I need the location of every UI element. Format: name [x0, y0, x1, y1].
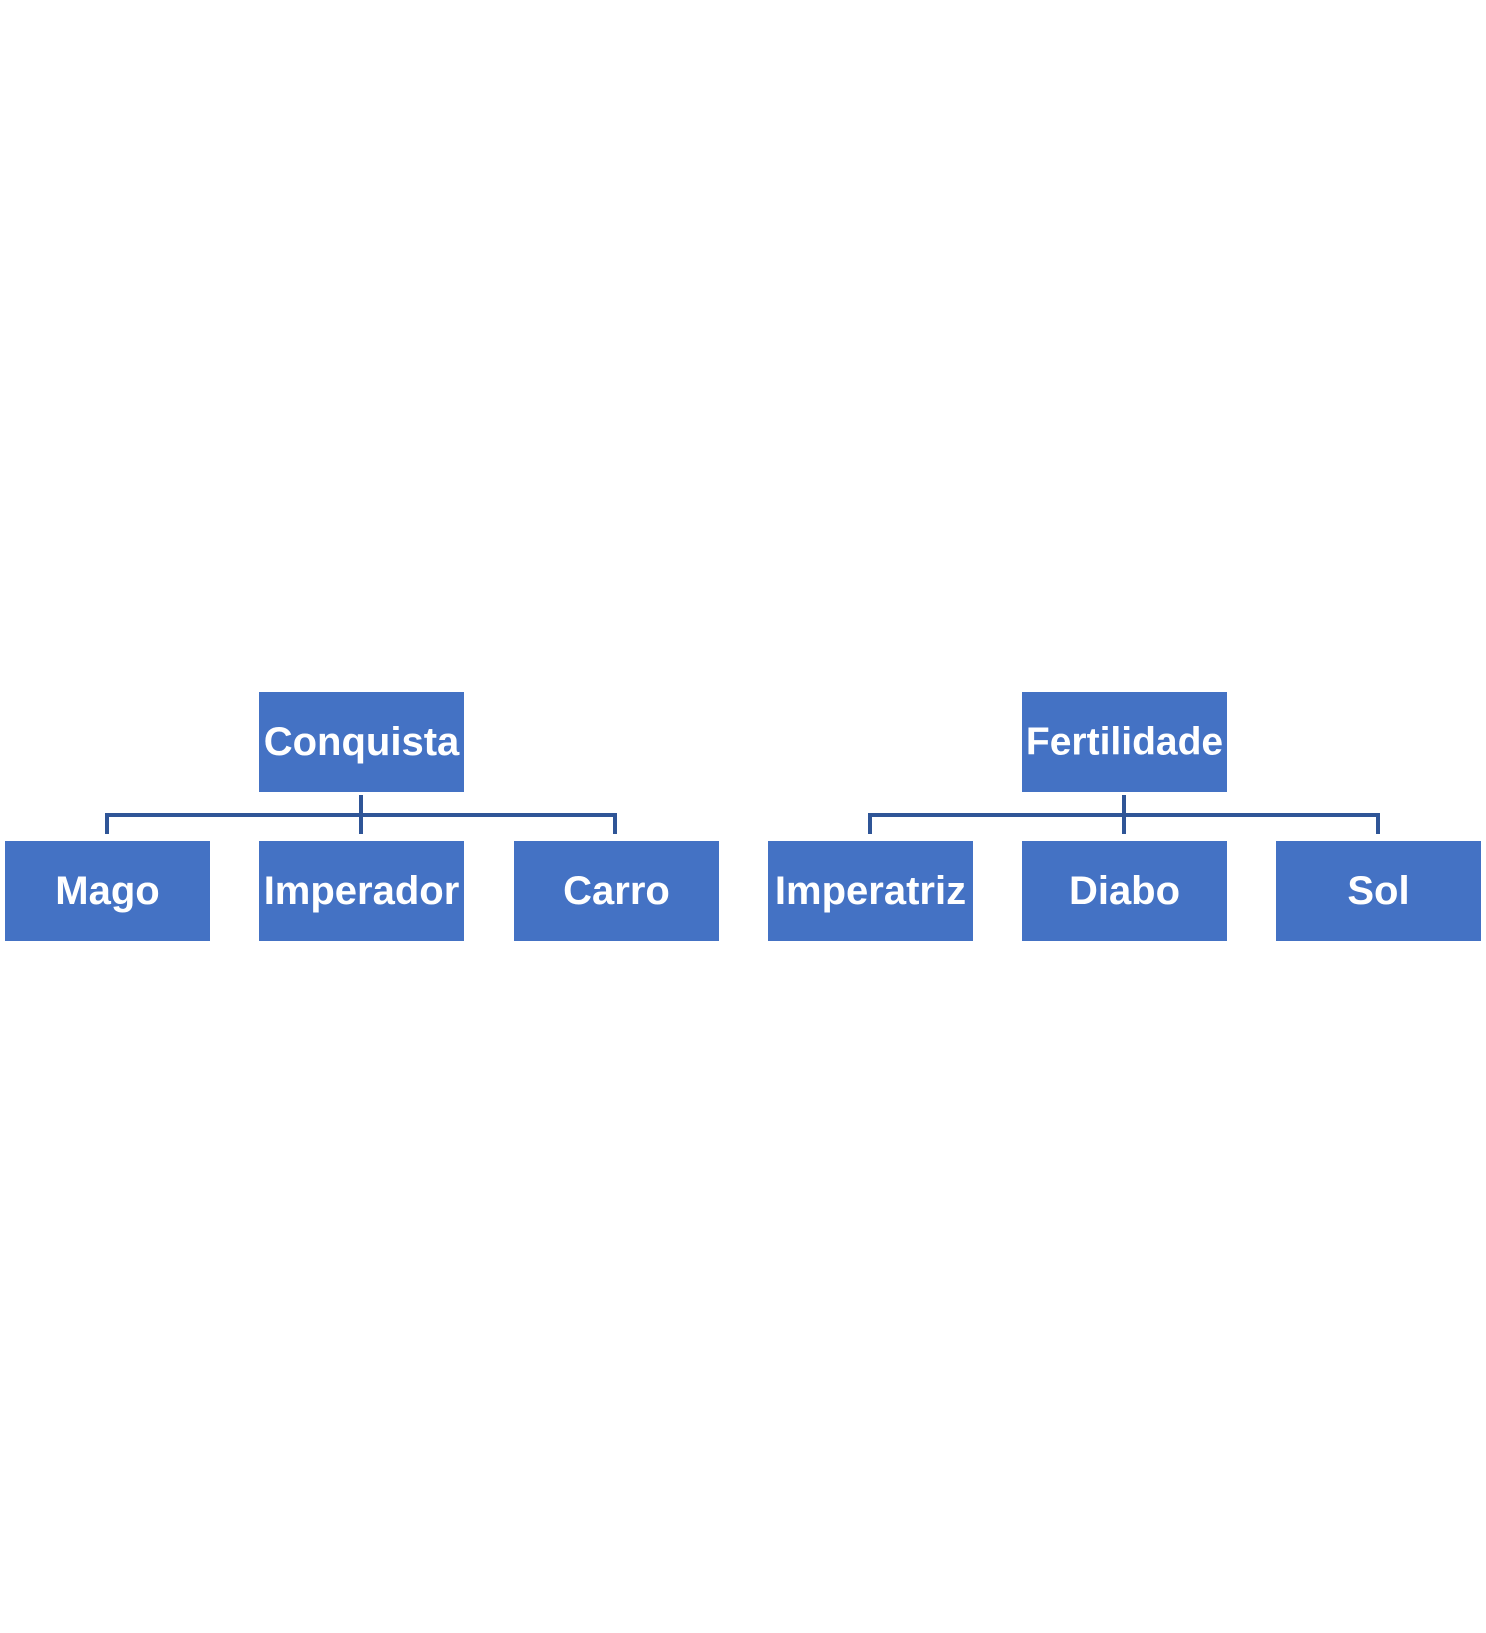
- child-label: Sol: [1347, 869, 1409, 913]
- child-node-sol: Sol: [1276, 841, 1481, 941]
- root-node-conquista: Conquista: [259, 692, 464, 792]
- tree-conquista: Conquista Mago Imperador Carro: [5, 692, 719, 941]
- child-node-imperador: Imperador: [259, 841, 464, 941]
- child-label: Diabo: [1069, 869, 1180, 913]
- root-label: Fertilidade: [1026, 721, 1223, 764]
- child-node-carro: Carro: [514, 841, 719, 941]
- child-node-diabo: Diabo: [1022, 841, 1227, 941]
- root-node-fertilidade: Fertilidade: [1022, 692, 1227, 792]
- tree-fertilidade: Fertilidade Imperatriz Diabo Sol: [768, 692, 1481, 941]
- child-label: Imperador: [264, 869, 460, 913]
- child-label: Mago: [55, 869, 159, 913]
- child-label: Carro: [563, 869, 670, 913]
- connector-fertilidade: [868, 795, 1380, 834]
- child-node-imperatriz: Imperatriz: [768, 841, 973, 941]
- root-label: Conquista: [264, 720, 460, 764]
- connector-conquista: [105, 795, 617, 834]
- child-label: Imperatriz: [775, 869, 966, 913]
- child-node-mago: Mago: [5, 841, 210, 941]
